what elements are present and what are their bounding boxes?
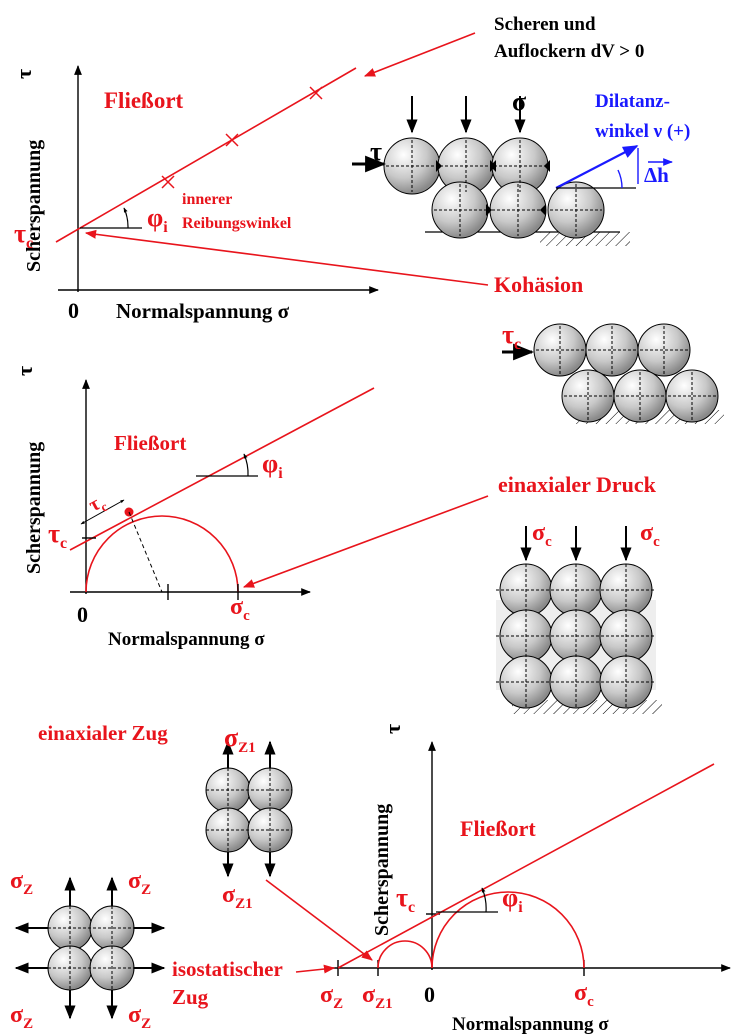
p1-particle-cluster [352,96,639,246]
p1-dilatancy-2: winkel ν (+) [595,121,690,142]
p3-isostatic-1: isostatischer [172,957,283,981]
p1-phi-label: φi [147,203,168,236]
p3-axis-sigma-z: σZ [320,982,343,1012]
p1-data-crosses [161,86,323,189]
p2-origin: 0 [77,602,88,627]
p3-sigma-z-bl: σZ [10,1002,33,1032]
p1-yield-locus [55,67,357,243]
p2-tau-c: τc [48,519,67,552]
p3-axis-sigma-c: σc [574,980,594,1010]
p3-origin: 0 [424,982,435,1007]
p1-dh-label: Δh [644,163,669,187]
p1-shear-callout-arrow [363,32,476,77]
p2-flow-label: Fließort [114,431,186,455]
p3-sigma-z-tr: σZ [128,868,151,898]
p3-uniaxial-tension: einaxialer Zug [38,721,168,745]
p3-tau-axis-label: τ [380,724,405,734]
p3-tau-c: τc [396,883,415,916]
p2-cohesion-particles [502,323,724,424]
p1-cohesion-callout-arrow [84,229,489,286]
p2-sigma-c-axis: σc [230,594,250,624]
p3-sigma-z1-bottom: σZ1 [222,882,253,912]
p1-cohesion: Kohäsion [494,272,583,297]
panel-3-tension: einaxialer Zug σZ1 σZ1 τ Scherspannung F… [10,721,731,1034]
p3-sigma-z-tl: σZ [10,868,33,898]
p1-tau-side: τ [370,137,382,166]
p1-inner-1: innerer [182,191,232,208]
panel-2-uniaxial-compression: τc τ Scherspannung Fließort φi τc τc ein… [12,320,724,714]
p2-uniaxial-compression: einaxialer Druck [498,472,657,497]
p1-callout-shear: Scheren und [494,14,596,35]
p2-mohr-circle [85,515,239,593]
p1-dilatancy-vector [555,145,639,189]
p3-sigma-z1-top: σZ1 [224,723,256,756]
p3-isostatic-tension-particles [14,876,166,1020]
p1-sigma-top: σ [512,87,526,116]
p3-yield-locus [337,763,715,969]
p3-mohr-circle-large [431,891,585,969]
p1-flow-label: Fließort [104,88,184,113]
p2-sigma-c-left: σc [532,520,552,550]
p3-x-axis-label: Normalspannung σ [452,1014,609,1034]
p2-y-axis-label: Scherspannung [23,442,45,574]
p1-tau-c: τc [14,219,33,252]
p1-inner-2: Reibungswinkel [182,215,292,232]
p3-isostatic-arrow [295,964,336,974]
p1-x-axis-label: Normalspannung σ [116,299,290,323]
p2-tau-axis-label: τ [12,366,37,376]
p3-isostatic-2: Zug [172,985,209,1009]
p2-compression-callout-arrow [242,495,489,588]
p3-axis-sigma-z1: σZ1 [362,982,393,1012]
p2-tau-c-slant: τc [85,490,110,519]
p2-radius-dashed [128,511,163,593]
p3-uniaxial-tension-arrow [265,879,373,961]
p3-flow-label: Fließort [460,816,536,841]
p2-compression-particles [496,526,662,714]
p3-sigma-z-br: σZ [128,1002,151,1032]
p1-callout-loosen: Auflockern dV > 0 [494,41,644,62]
p2-yield-locus [69,387,375,551]
p1-origin: 0 [68,298,79,323]
p2-sigma-c-right: σc [640,520,660,550]
panel-1-shear-dilatancy: Scheren und Auflockern dV > 0 τ Scherspa… [11,14,690,323]
p1-y-axis-label: Scherspannung [23,140,45,272]
p2-tau-c-particles: τc [502,320,521,353]
p1-phi-arc [123,207,129,229]
p3-phi-label: φi [502,883,523,916]
p2-phi-label: φi [262,449,283,482]
p1-dilatancy-1: Dilatanz- [595,91,670,112]
p3-mohr-circle-small [377,940,433,969]
p1-tau-axis-label: τ [11,69,36,79]
p3-y-axis-label: Scherspannung [371,804,393,936]
p2-x-axis-label: Normalspannung σ [108,629,265,650]
p3-uniaxial-tension-particles [205,740,293,878]
